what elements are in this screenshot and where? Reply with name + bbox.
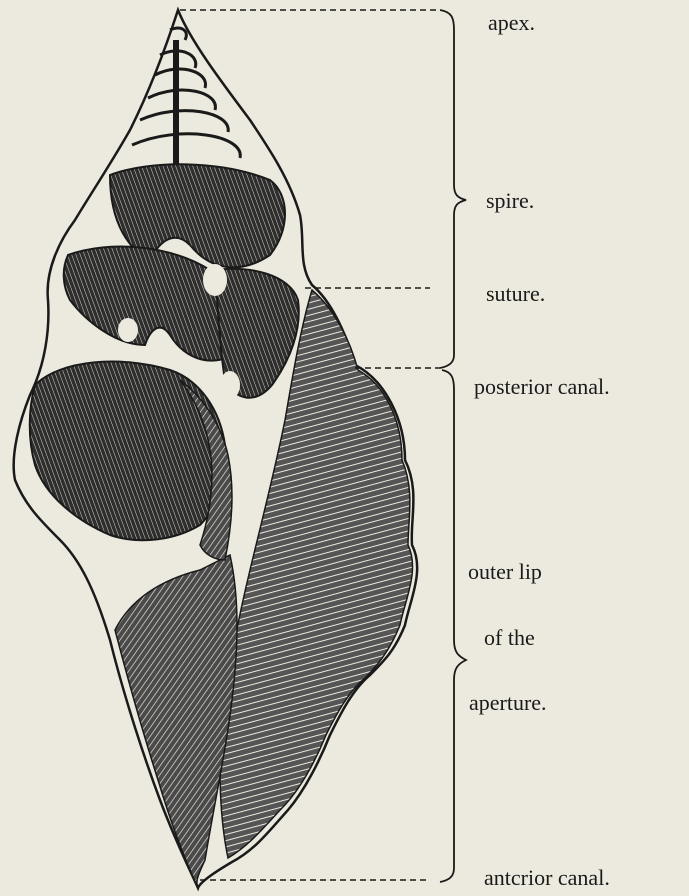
aperture-brace: [440, 370, 466, 882]
label-posterior-canal: posterior canal.: [474, 376, 610, 398]
label-anterior-canal: antcrior canal.: [484, 867, 610, 889]
braces: [440, 10, 466, 882]
label-outer-lip-1: outer lip: [468, 561, 542, 583]
label-suture: suture.: [486, 283, 545, 305]
spire-brace: [440, 10, 466, 368]
label-apex: apex.: [488, 12, 535, 34]
label-outer-lip-3: aperture.: [469, 692, 547, 714]
label-spire: spire.: [486, 190, 534, 212]
label-outer-lip-2: of the: [484, 627, 535, 649]
